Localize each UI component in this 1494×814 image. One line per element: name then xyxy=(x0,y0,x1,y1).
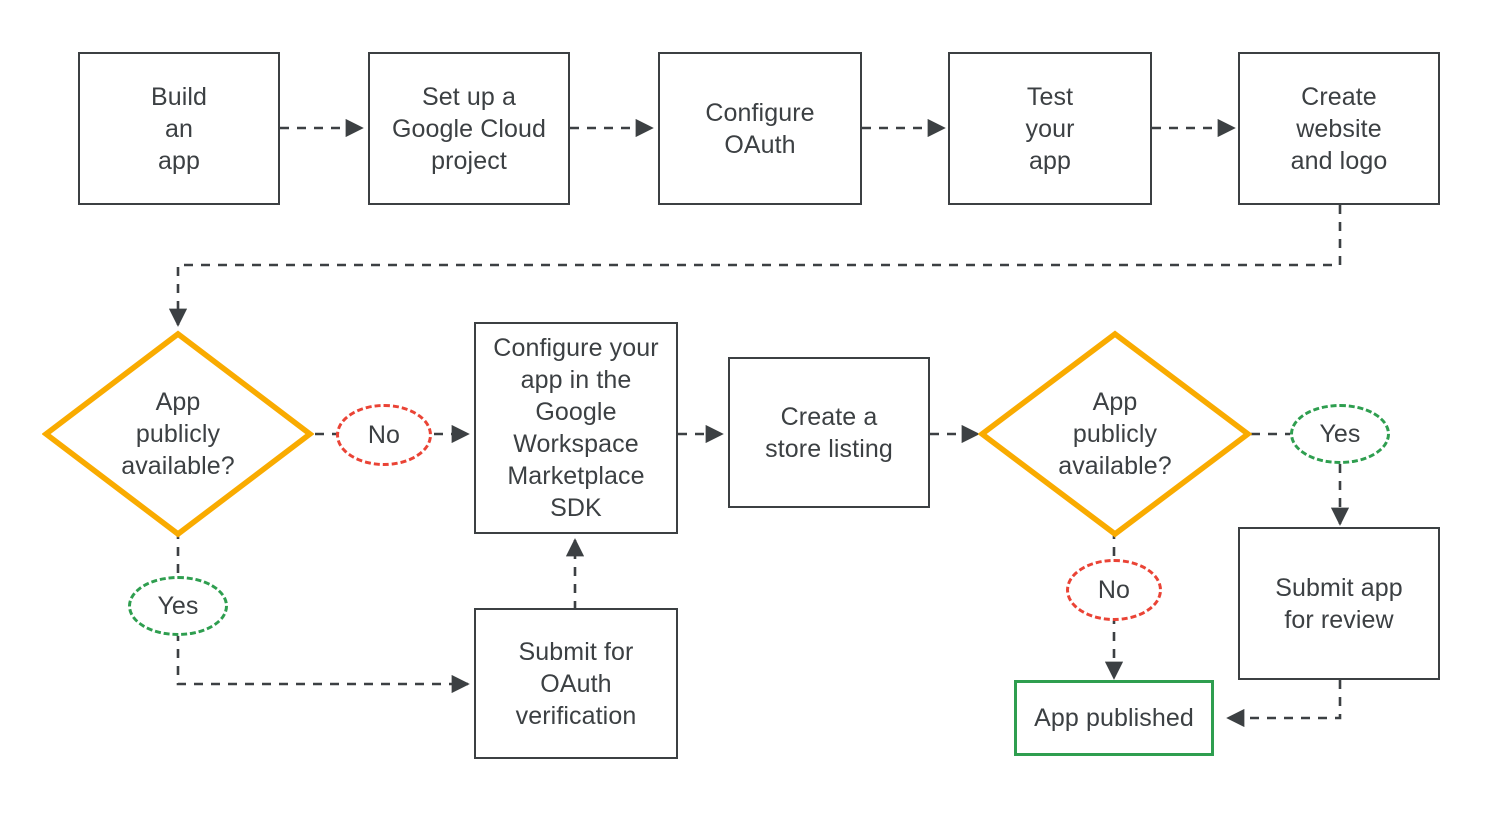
node-label: App publicly available? xyxy=(1058,388,1172,480)
node-label: Create website and logo xyxy=(1290,82,1388,175)
node-configure-app-marketplace-sdk[interactable]: Configure your app in the Google Workspa… xyxy=(474,322,678,534)
edge-label-text: Yes xyxy=(1319,419,1361,448)
edge-label-right-yes: Yes xyxy=(1290,404,1390,464)
node-label: Test your app xyxy=(1025,82,1075,175)
node-configure-oauth[interactable]: Configure OAuth xyxy=(658,52,862,205)
node-set-up-google-cloud-project[interactable]: Set up a Google Cloud project xyxy=(368,52,570,205)
node-build-an-app[interactable]: Build an app xyxy=(78,52,280,205)
node-create-a-store-listing[interactable]: Create a store listing xyxy=(728,357,930,508)
node-app-published[interactable]: App published xyxy=(1014,680,1214,756)
node-label: Configure OAuth xyxy=(705,98,815,159)
node-decision-app-publicly-available-right[interactable]: App publicly available? xyxy=(978,330,1252,538)
node-label: Configure your app in the Google Workspa… xyxy=(493,334,659,522)
node-label: Build an app xyxy=(150,82,208,175)
node-label: App publicly available? xyxy=(121,388,235,480)
node-decision-app-publicly-available-left[interactable]: App publicly available? xyxy=(42,330,314,538)
node-label: Set up a Google Cloud project xyxy=(391,82,547,175)
edge-website-to-decision-left xyxy=(168,205,1342,327)
edge-label-left-yes: Yes xyxy=(128,576,228,636)
node-create-website-and-logo[interactable]: Create website and logo xyxy=(1238,52,1440,205)
node-label: App published xyxy=(1034,704,1194,732)
edge-label-left-no: No xyxy=(336,404,432,466)
node-label: Submit for OAuth verification xyxy=(515,637,637,730)
node-submit-app-for-review[interactable]: Submit app for review xyxy=(1238,527,1440,680)
node-test-your-app[interactable]: Test your app xyxy=(948,52,1152,205)
node-label: Create a store listing xyxy=(765,402,893,463)
node-label: Submit app for review xyxy=(1275,573,1403,634)
diamond-shape xyxy=(978,330,1252,538)
edge-label-text: No xyxy=(367,420,401,449)
edge-review-to-published xyxy=(1226,680,1342,728)
node-submit-for-oauth-verification[interactable]: Submit for OAuth verification xyxy=(474,608,678,759)
edge-label-text: No xyxy=(1097,575,1131,604)
edge-label-text: Yes xyxy=(157,591,199,620)
diamond-shape xyxy=(42,330,314,538)
edge-label-right-no: No xyxy=(1066,559,1162,621)
